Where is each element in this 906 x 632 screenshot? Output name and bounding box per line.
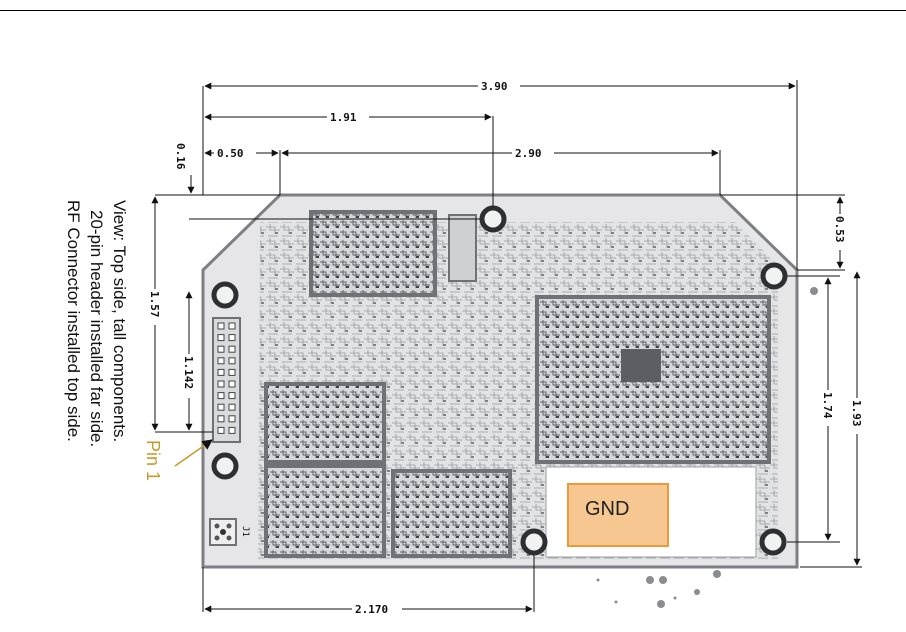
pin1-label: Pin 1 xyxy=(143,440,163,481)
header-pin xyxy=(229,369,235,375)
header-pin xyxy=(218,323,224,329)
note-line-2: 20-pin header installed far side. xyxy=(87,210,106,447)
svg-text:2.90: 2.90 xyxy=(515,147,542,160)
header-pin xyxy=(229,393,235,399)
header-pin xyxy=(229,323,235,329)
header-pin xyxy=(218,381,224,387)
note-line-1: View: Top side, tall components. xyxy=(110,200,129,442)
header-pin xyxy=(229,404,235,410)
svg-text:1.142: 1.142 xyxy=(182,356,195,389)
note-line-3: RF Connector installed top side. xyxy=(64,200,83,442)
svg-text:3.90: 3.90 xyxy=(481,80,508,93)
lower-shield-left xyxy=(266,466,384,556)
header-pin xyxy=(218,346,224,352)
lower-shield-mid xyxy=(393,471,510,556)
header-pin xyxy=(218,427,224,433)
header-pin xyxy=(229,335,235,341)
top-shield-can xyxy=(311,212,435,295)
header-pin xyxy=(229,346,235,352)
header-pin xyxy=(229,358,235,364)
svg-text:0.53: 0.53 xyxy=(833,216,846,243)
connector-label: J1 xyxy=(240,526,250,537)
pin-header xyxy=(213,318,240,442)
svg-text:1.91: 1.91 xyxy=(330,111,357,124)
header-pin xyxy=(218,404,224,410)
chip xyxy=(621,349,661,382)
gnd-label: GND xyxy=(585,498,629,520)
svg-text:2.170: 2.170 xyxy=(355,603,388,616)
svg-text:1.74: 1.74 xyxy=(821,392,834,419)
header-pin xyxy=(218,369,224,375)
header-pin xyxy=(229,381,235,387)
left-shield-can xyxy=(266,384,384,462)
svg-text:1.93: 1.93 xyxy=(850,400,863,427)
header-pin xyxy=(218,335,224,341)
svg-text:0.50: 0.50 xyxy=(217,147,244,160)
header-pin xyxy=(229,416,235,422)
header-pin xyxy=(218,416,224,422)
header-pin xyxy=(218,358,224,364)
header-pin xyxy=(229,427,235,433)
header-pin xyxy=(218,393,224,399)
svg-text:0.16: 0.16 xyxy=(174,143,187,170)
connector-block xyxy=(449,215,476,281)
svg-text:1.57: 1.57 xyxy=(148,291,161,318)
